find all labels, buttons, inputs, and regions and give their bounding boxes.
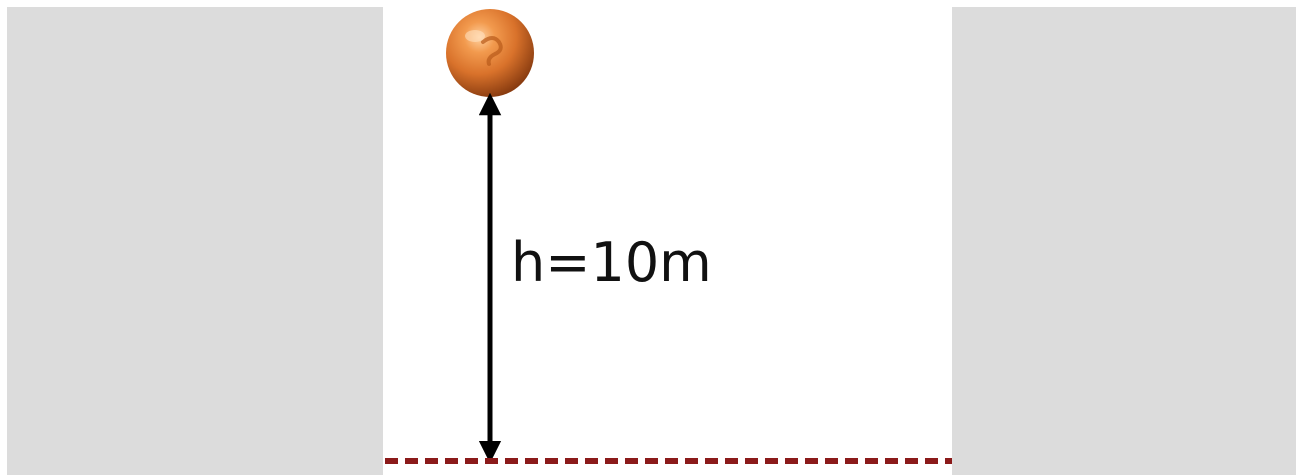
left-side-panel [7,7,383,475]
drop-height-diagram: h=10m [383,0,952,475]
ball-icon [446,9,534,97]
right-side-panel [952,7,1296,475]
diagram-canvas [385,9,952,464]
height-label: h=10m [511,231,712,294]
